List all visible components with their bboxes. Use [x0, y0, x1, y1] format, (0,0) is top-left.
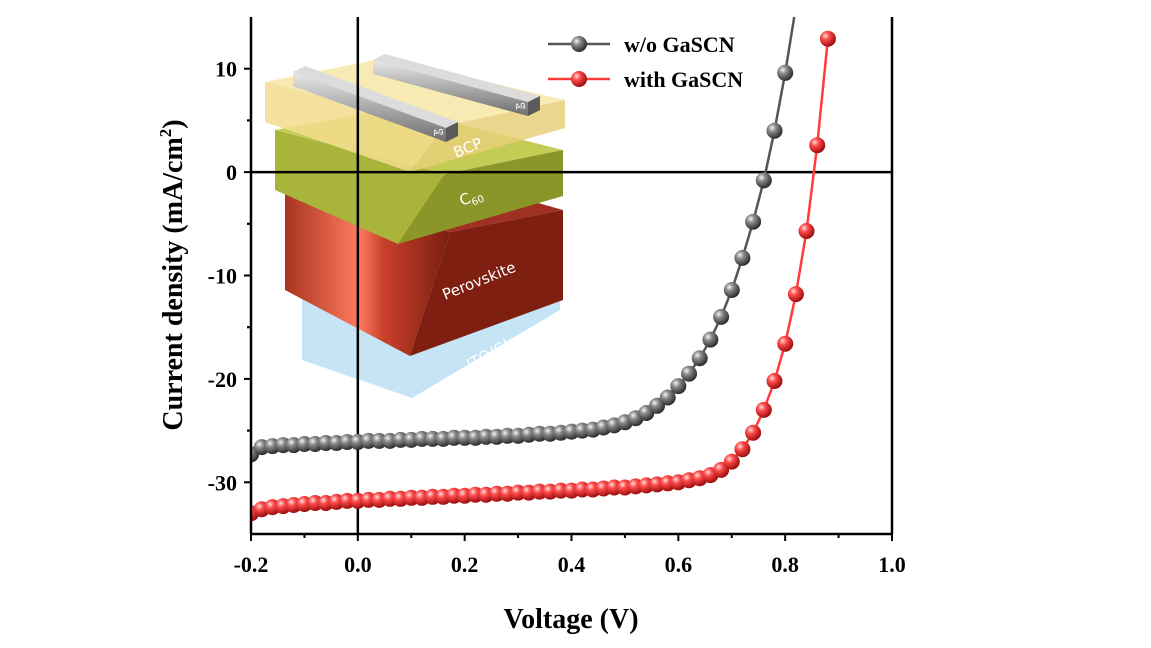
- data-point: [766, 373, 783, 389]
- ag-electrode-left: Ag: [293, 66, 458, 142]
- legend-item-1: with GaSCN: [548, 67, 743, 92]
- y-tick-label: -20: [208, 367, 237, 392]
- data-point: [702, 331, 719, 348]
- legend-marker: [571, 71, 587, 87]
- x-tick-label: -0.2: [234, 552, 269, 577]
- legend-item-0: w/o GaSCN: [548, 32, 735, 57]
- data-point: [766, 122, 783, 139]
- data-point: [734, 441, 751, 458]
- x-tick-label: 0.0: [344, 552, 372, 577]
- y-tick-label: 0: [226, 160, 237, 185]
- legend: w/o GaSCN with GaSCN: [548, 32, 743, 92]
- y-tick-label: -10: [208, 264, 237, 289]
- data-point: [723, 453, 740, 470]
- data-point: [713, 308, 730, 325]
- data-point: [734, 249, 751, 266]
- y-tick-label: 10: [215, 57, 237, 82]
- x-tick-label: 0.8: [771, 552, 799, 577]
- series-1: [251, 30, 836, 522]
- y-tick-label: -30: [208, 470, 237, 495]
- data-point: [723, 282, 740, 298]
- device-structure-inset: ITO/Glass Perovskite C60 BCP Ag: [265, 54, 565, 398]
- data-point: [777, 335, 794, 352]
- series-0: [251, 17, 796, 463]
- ag-electrode-right: Ag: [373, 54, 540, 116]
- data-point: [659, 389, 676, 406]
- data-point: [819, 30, 836, 47]
- data-point: [670, 378, 687, 395]
- y-axis-title: Current density (mA/cm2): [156, 119, 189, 430]
- data-point: [691, 350, 708, 367]
- data-point: [681, 365, 697, 382]
- x-axis-title: Voltage (V): [503, 604, 638, 635]
- x-tick-label: 1.0: [878, 552, 906, 577]
- data-point: [745, 424, 762, 441]
- ag-label-left: Ag: [432, 126, 445, 138]
- data-point: [755, 172, 772, 189]
- axes-frame: [244, 17, 894, 541]
- data-point: [745, 213, 762, 230]
- x-tick-label: 0.6: [665, 552, 693, 577]
- data-point: [809, 137, 826, 154]
- x-tick-label: 0.4: [558, 552, 586, 577]
- legend-marker: [571, 36, 587, 52]
- ag-label-right: Ag: [514, 100, 527, 112]
- data-point: [755, 401, 772, 418]
- bcp-layer: BCP: [265, 58, 565, 172]
- legend-label-1: with GaSCN: [624, 67, 743, 92]
- series-layer: [251, 17, 836, 522]
- data-point: [777, 64, 794, 81]
- x-tick-label: 0.2: [451, 552, 479, 577]
- legend-label-0: w/o GaSCN: [624, 32, 735, 57]
- data-point: [798, 223, 815, 239]
- tick-labels: -0.2 0.0 0.2 0.4 0.6 0.8 1.0 -30 -20 -10 0 10: [208, 57, 906, 577]
- data-point: [787, 286, 804, 303]
